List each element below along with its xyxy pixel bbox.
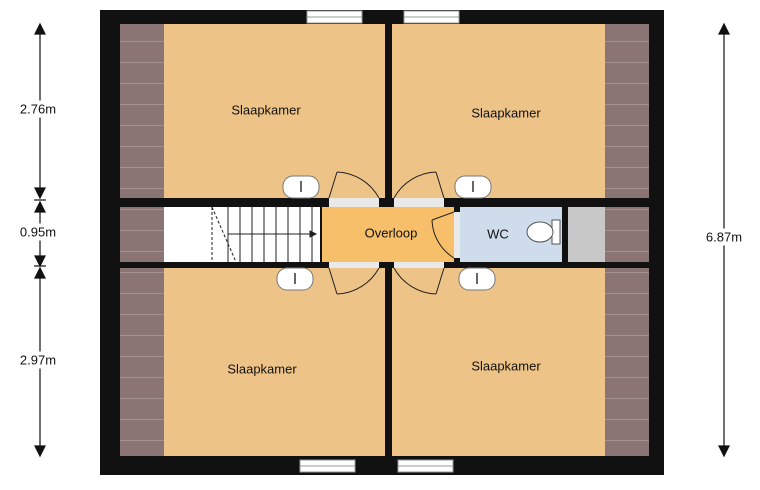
- door-swings: [328, 171, 455, 295]
- dimension-label-left-top: 2.76m: [19, 100, 57, 118]
- dimension-label-left-bottom: 2.97m: [19, 351, 57, 369]
- stairs: [211, 206, 318, 263]
- window-top-right: [403, 10, 460, 24]
- storage-space: [568, 207, 605, 262]
- door-opening-bottom-right: [394, 262, 444, 268]
- eaves-middle-right: [605, 207, 649, 262]
- door-opening-wc: [454, 212, 460, 258]
- room-label-bedroom-bottom-right: Slaapkamer: [471, 358, 541, 374]
- eaves-bottom-left: [120, 268, 164, 456]
- radiator-valves: [294, 181, 478, 284]
- eaves-middle-left: [120, 207, 164, 262]
- door-opening-bottom-left: [329, 262, 379, 268]
- eaves-bottom-right: [605, 268, 649, 456]
- window-bottom-right: [397, 459, 454, 473]
- eaves-top-right: [605, 24, 649, 198]
- door-opening-top-left: [329, 198, 379, 207]
- dimension-label-right-total: 6.87m: [705, 228, 743, 246]
- room-label-bedroom-bottom-left: Slaapkamer: [227, 361, 297, 377]
- door-opening-top-right: [394, 198, 444, 207]
- eaves-top-left: [120, 24, 164, 198]
- landing-floor: [322, 207, 454, 262]
- window-bottom-left: [299, 459, 356, 473]
- room-label-bedroom-top-right: Slaapkamer: [471, 105, 541, 121]
- room-label-landing: Overloop: [364, 225, 418, 241]
- bedroom-bottom-left-floor: [120, 268, 385, 456]
- toilet-icon: [526, 219, 561, 245]
- room-label-wc: WC: [487, 226, 509, 242]
- bedroom-top-left-floor: [120, 24, 385, 198]
- dimension-label-left-middle: 0.95m: [19, 223, 57, 241]
- room-label-bedroom-top-left: Slaapkamer: [231, 102, 301, 118]
- window-top-left: [306, 10, 363, 24]
